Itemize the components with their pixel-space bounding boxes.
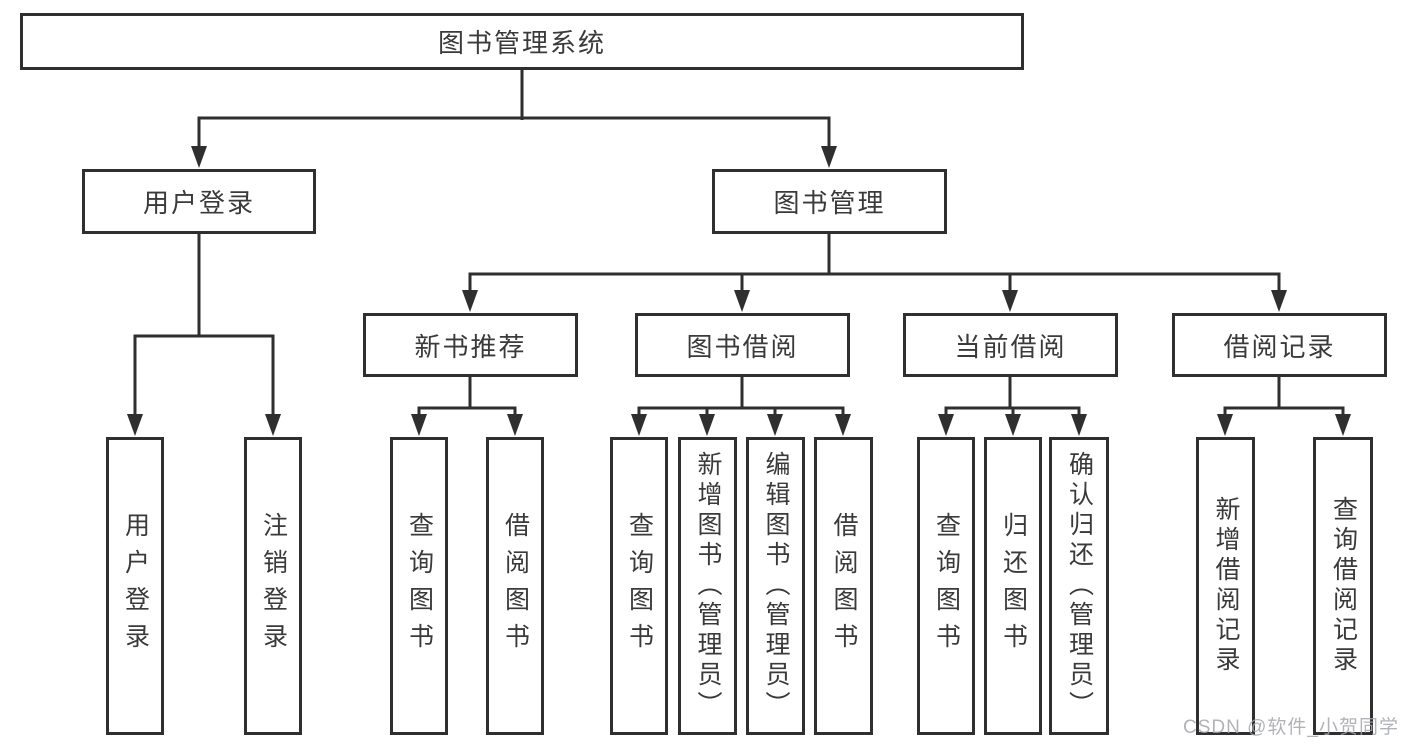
node-query-borrow-record: 查询借阅记录 [1313,437,1373,735]
node-label: 查询图书 [625,512,654,660]
node-book-borrowing: 图书借阅 [635,313,850,377]
node-label: 注销登录 [259,512,288,660]
csdn-watermark: CSDN @软件_小贺同学 [1183,717,1399,738]
node-label: 归还图书 [999,512,1028,660]
node-confirm-return-admin: 确认归还（管理员） [1049,437,1109,735]
node-label: 编辑图书（管理员） [762,451,790,721]
node-borrow-books: 借阅图书 [814,437,873,735]
node-current-borrowing: 当前借阅 [903,313,1118,377]
node-label: 查询借阅记录 [1329,496,1358,676]
node-edit-books-admin: 编辑图书（管理员） [746,437,805,735]
node-query-books-recommend: 查询图书 [390,437,448,735]
node-logout: 注销登录 [244,437,302,735]
node-add-borrow-record: 新增借阅记录 [1196,437,1255,735]
node-user-login-leaf: 用户登录 [106,437,164,735]
node-user-login: 用户登录 [82,169,316,234]
node-label: 用户登录 [121,512,150,660]
node-label: 新增借阅记录 [1212,496,1240,676]
node-return-books: 归还图书 [984,437,1042,735]
node-label: 借阅图书 [501,512,530,660]
node-label: 查询图书 [405,512,434,660]
node-label: 确认归还（管理员） [1065,451,1094,721]
node-label: 借阅图书 [830,512,858,660]
node-label: 查询图书 [932,512,961,660]
node-borrowing-records: 借阅记录 [1172,313,1387,377]
node-new-book-recommendation: 新书推荐 [363,313,578,377]
node-query-books-current: 查询图书 [917,437,975,735]
node-book-management: 图书管理 [712,169,947,234]
node-query-books-borrowing: 查询图书 [610,437,668,735]
node-label: 新增图书（管理员） [694,451,722,721]
node-add-books-admin: 新增图书（管理员） [678,437,737,735]
node-library-management-system: 图书管理系统 [20,13,1024,70]
node-borrow-books-recommend: 借阅图书 [486,437,544,735]
